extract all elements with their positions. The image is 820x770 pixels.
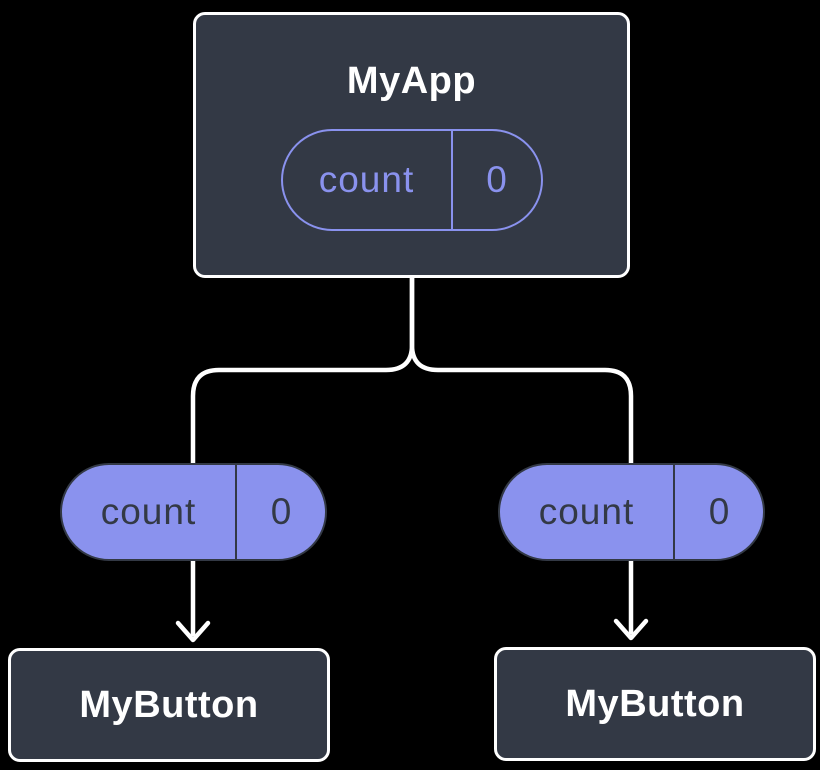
node-myapp-label: MyApp [346,59,477,102]
prop-pill-left-value: 0 [235,465,325,559]
state-pill-myapp-value: 0 [450,130,541,229]
node-myapp: MyApp count 0 [193,12,630,278]
arrowhead-right-icon [613,618,649,641]
prop-pill-left: count 0 [60,463,327,561]
prop-pill-right-name: count [538,491,635,532]
prop-pill-right: count 0 [498,463,765,561]
prop-pill-right-value: 0 [673,465,763,559]
node-mybutton-right-label: MyButton [565,682,745,725]
edge-root-to-right-pill [409,273,634,635]
edge-root-to-left-pill [190,273,415,637]
state-pill-myapp-name: count [318,158,415,200]
node-mybutton-left-label: MyButton [79,683,259,726]
arrowhead-left-icon [175,620,211,643]
node-mybutton-left: MyButton [8,648,330,762]
node-mybutton-right: MyButton [494,647,816,761]
prop-pill-left-name: count [100,491,197,532]
state-pill-myapp: count 0 [280,128,543,231]
